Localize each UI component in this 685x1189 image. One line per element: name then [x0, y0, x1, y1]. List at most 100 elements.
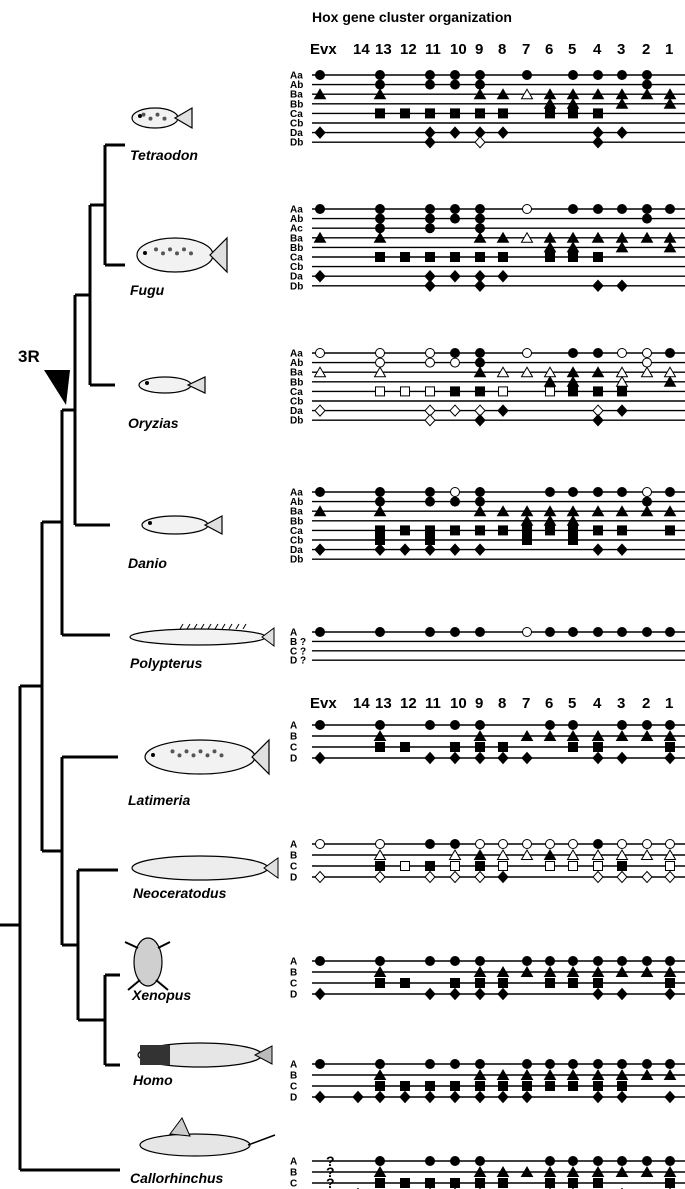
- phylogenetic-tree: [0, 143, 125, 1172]
- gene-mark-evx: [314, 987, 326, 1001]
- danio-illustration: [141, 515, 223, 535]
- gene-mark-7: [522, 348, 532, 358]
- cluster-row-ca: Ca: [290, 386, 685, 398]
- gene-mark-10: [450, 357, 460, 368]
- row-label: D: [290, 990, 297, 1001]
- gene-mark-4: [591, 1166, 605, 1177]
- gene-mark-7: [522, 627, 532, 637]
- gene-mark-13: [375, 496, 385, 507]
- gene-mark-3: [616, 543, 628, 556]
- gene-mark-7: [522, 956, 532, 966]
- header-top-gene-12: 12: [400, 41, 417, 58]
- gene-mark-4: [592, 279, 604, 293]
- gene-mark-6: [545, 1178, 555, 1188]
- gene-mark-2: [642, 956, 652, 966]
- gene-mark-9: [474, 751, 486, 765]
- cluster-row-d: D ?: [290, 656, 685, 667]
- gene-mark-10: [450, 1178, 460, 1188]
- gene-mark-11: [424, 135, 436, 149]
- gene-mark-12: [400, 1178, 410, 1188]
- header-second-gene-3: 3: [617, 695, 625, 712]
- gene-mark-10: [450, 108, 460, 119]
- gene-mark-8: [498, 108, 508, 119]
- gene-mark-10: [449, 987, 461, 1001]
- row-label: Ab: [290, 214, 303, 225]
- unknown-evx-mark: ?: [326, 1175, 335, 1189]
- species-label-callorhinchus: Callorhinchus: [130, 1170, 224, 1186]
- gene-mark-8: [498, 742, 508, 752]
- gene-mark-10: [450, 1081, 460, 1091]
- cluster-row-aa: Aa: [290, 70, 685, 82]
- row-label: Ca: [290, 109, 303, 120]
- gene-mark-11: [425, 861, 435, 871]
- gene-mark-3: [617, 839, 627, 849]
- gene-mark-11: [425, 1178, 435, 1188]
- gene-mark-7: [522, 70, 532, 80]
- gene-mark-8: [498, 861, 508, 871]
- cluster-block-callorhinchus: A?B?C?D?: [290, 1153, 685, 1189]
- cluster-row-bb: Bb: [290, 241, 685, 254]
- hox-cluster-blocks: AaAbBaBbCaCbDaDbAaAbAcBaBbCaCbDaDbAaAbBa…: [290, 70, 685, 1189]
- header-second-gene-11: 11: [425, 695, 441, 712]
- gene-mark-13: [375, 535, 385, 545]
- cluster-row-bb: Bb: [290, 375, 685, 388]
- header-second-gene-1: 1: [665, 695, 673, 712]
- gene-mark-9: [475, 720, 485, 730]
- gene-mark-3: [617, 1081, 627, 1091]
- gene-mark-11: [424, 543, 436, 556]
- gene-mark-5: [566, 241, 580, 253]
- gene-mark-10: [450, 861, 460, 871]
- gene-mark-9: [475, 386, 485, 397]
- species-label-polypterus: Polypterus: [130, 655, 203, 671]
- row-label: C: [290, 1179, 297, 1189]
- gene-mark-4: [591, 1069, 605, 1080]
- row-label: Cb: [290, 397, 303, 408]
- row-label: Bb: [290, 99, 303, 110]
- gene-mark-4: [593, 525, 603, 536]
- gene-mark-11: [425, 204, 435, 214]
- gene-mark-4: [593, 1156, 603, 1166]
- cluster-row-d: D: [290, 1090, 685, 1104]
- oryzias-illustration: [138, 376, 206, 394]
- gene-mark-10: [449, 1090, 461, 1104]
- gene-mark-9: [473, 366, 487, 378]
- gene-mark-9: [473, 849, 487, 860]
- gene-mark-evx: [315, 839, 325, 849]
- gene-mark-7: [520, 1166, 534, 1177]
- gene-mark-4: [593, 861, 603, 871]
- header-top-gene-3: 3: [617, 41, 625, 58]
- gene-mark-9: [475, 861, 485, 871]
- callorhinchus-illustration: [139, 1117, 276, 1157]
- gene-mark-9: [475, 213, 485, 224]
- gene-mark-evx: [315, 720, 325, 730]
- gene-mark-7: [520, 730, 534, 741]
- header-top-gene-13: 13: [375, 41, 392, 58]
- gene-mark-1: [665, 525, 675, 536]
- header-top-gene-6: 6: [545, 41, 553, 58]
- gene-mark-2: [642, 487, 652, 497]
- gene-mark-10: [450, 627, 460, 637]
- gene-mark-10: [450, 487, 460, 497]
- gene-mark-7: [522, 1059, 532, 1069]
- row-label: B: [290, 732, 297, 743]
- cluster-row-c: C: [290, 742, 685, 754]
- gene-mark-5: [568, 839, 578, 849]
- gene-mark-5: [566, 375, 580, 387]
- gene-mark-2: [640, 1069, 654, 1080]
- gene-mark-7: [520, 966, 534, 977]
- row-label: D: [290, 754, 297, 765]
- gene-mark-4: [593, 627, 603, 637]
- row-label: Db: [290, 281, 303, 292]
- row-label: Ca: [290, 253, 303, 264]
- cluster-row-da: Da: [290, 543, 685, 556]
- gene-mark-7: [520, 366, 534, 378]
- gene-mark-4: [592, 543, 604, 556]
- gene-mark-5: [566, 1069, 580, 1080]
- gene-mark-3: [616, 987, 628, 1001]
- cluster-row-db: Db: [290, 135, 685, 149]
- gene-mark-3: [617, 487, 627, 497]
